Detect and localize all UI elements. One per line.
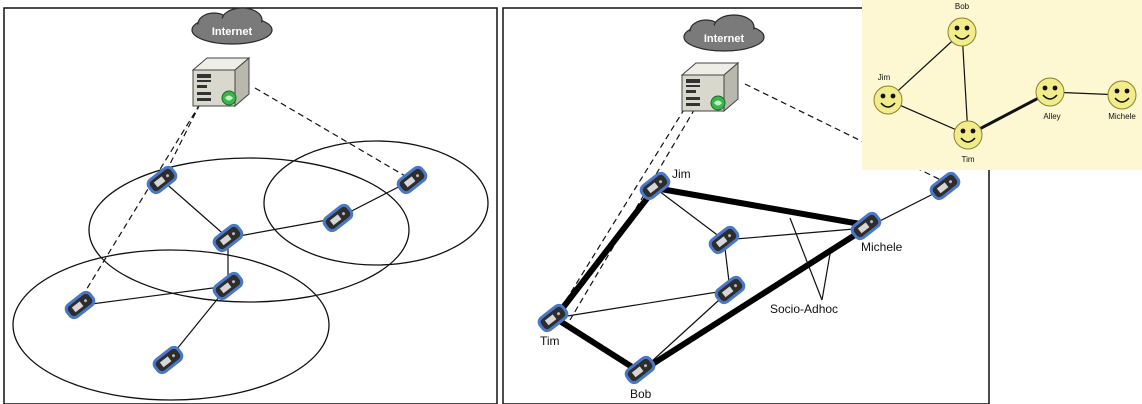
panel-left: Internet: [3, 7, 498, 404]
node-label-jim: Jim: [672, 167, 691, 181]
graph-label-alley: Alley: [1043, 112, 1060, 121]
server-link: [79, 103, 201, 301]
smiley-face-icon: [1035, 77, 1065, 107]
social-link: [553, 315, 642, 375]
node-label-bob: Bob: [630, 387, 652, 401]
social-graph-background: [862, 0, 1142, 170]
peer-link: [723, 227, 867, 241]
cloud-icon: Internet: [191, 7, 273, 45]
annotation-pointer: [821, 253, 831, 301]
node-label-michele: Michele: [861, 240, 903, 254]
graph-label-jim: Jim: [878, 73, 891, 82]
server-link: [254, 87, 413, 181]
cloud-icon: Internet: [683, 14, 765, 52]
social-edge: [961, 31, 969, 136]
coverage-area: [88, 157, 410, 303]
social-link: [654, 185, 867, 228]
social-edge-strong: [967, 90, 1051, 137]
social-link: [638, 225, 868, 375]
smiley-face-icon: [1107, 80, 1137, 110]
node-label-tim: Tim: [540, 334, 560, 348]
peer-link: [83, 285, 229, 306]
smiley-face-icon: [947, 17, 977, 47]
social-edge: [887, 31, 963, 101]
social-link: [552, 186, 658, 320]
server-icon: [681, 62, 739, 112]
peer-link: [654, 187, 725, 241]
cloud-label: Internet: [212, 26, 253, 38]
graph-label-michele: Michele: [1108, 112, 1136, 121]
coverage-area: [12, 249, 330, 401]
server-link: [554, 99, 691, 319]
cloud-label: Internet: [704, 33, 745, 45]
social-edge: [887, 99, 969, 136]
graph-label-bob: Bob: [955, 2, 970, 11]
graph-label-tim: Tim: [961, 155, 974, 164]
server-icon: [192, 57, 250, 107]
annotation-label: Socio-Adhoc: [770, 302, 838, 316]
peer-link: [161, 179, 229, 239]
smiley-face-icon: [873, 85, 903, 115]
peer-link: [227, 217, 339, 239]
smiley-face-icon: [953, 120, 983, 150]
coverage-area: [263, 140, 489, 266]
server-link: [569, 99, 701, 321]
peer-link: [639, 289, 731, 373]
annotation-pointer: [789, 217, 823, 301]
panel-left-frame: [3, 7, 498, 404]
peer-link: [554, 289, 731, 319]
panel-social-graph: Bob Jim Tim Alley Michele: [862, 0, 1142, 170]
